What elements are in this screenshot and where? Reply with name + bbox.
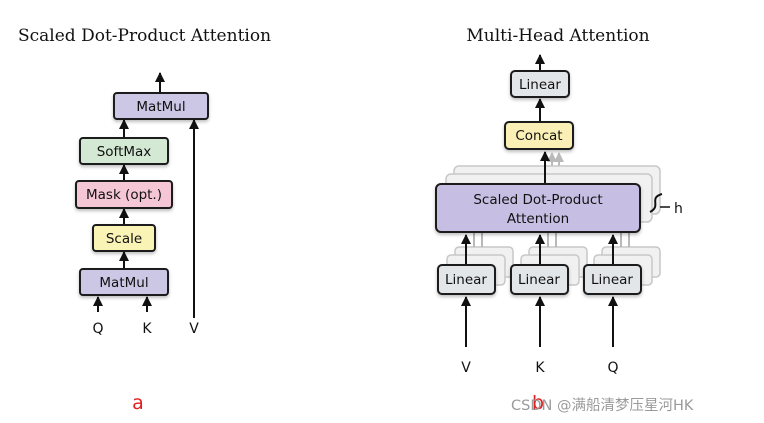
matmul-top-box <box>113 92 209 120</box>
concat-label: Concat <box>515 128 562 144</box>
attention-box <box>435 183 641 233</box>
concat-box <box>504 121 574 150</box>
linear-top-label: Linear <box>519 77 561 93</box>
panel-a: Scaled Dot-Product Attention MatMul Soft… <box>18 26 271 414</box>
panel-b-title: Multi-Head Attention <box>466 26 649 46</box>
panel-a-title: Scaled Dot-Product Attention <box>18 26 271 46</box>
panel-a-caption: a <box>132 392 144 414</box>
linear-v-label: Linear <box>445 272 487 288</box>
matmul-bottom-label: MatMul <box>99 275 148 291</box>
matmul-bottom-box <box>79 268 169 296</box>
watermark: CSDN @满船清梦压星河HK <box>511 397 694 414</box>
heads-label: h <box>674 201 683 217</box>
input-v-label: V <box>189 321 199 337</box>
attention-label-line2: Attention <box>507 211 569 227</box>
softmax-label: SoftMax <box>97 144 152 160</box>
scale-label: Scale <box>106 231 142 247</box>
scale-box <box>92 224 156 252</box>
matmul-top-label: MatMul <box>136 99 185 115</box>
input-q-label: Q <box>607 360 618 376</box>
attention-label-line1: Scaled Dot-Product <box>473 192 602 208</box>
panel-b-caption: b <box>532 392 544 414</box>
panel-b: Multi-Head Attention Linear Concat <box>435 26 683 414</box>
linear-k-box <box>510 264 569 295</box>
input-k-label: K <box>535 360 545 376</box>
heads-brace <box>649 193 663 213</box>
linear-top-box <box>510 70 570 98</box>
linear-q-label: Linear <box>591 272 633 288</box>
linear-v-box <box>437 264 496 295</box>
linear-k-label: Linear <box>518 272 560 288</box>
linear-q-box <box>583 264 642 295</box>
input-q-label: Q <box>92 321 103 337</box>
input-v-label: V <box>461 360 471 376</box>
softmax-box <box>79 137 169 165</box>
mask-box <box>75 180 173 209</box>
input-k-label: K <box>142 321 152 337</box>
mask-label: Mask (opt.) <box>86 187 162 203</box>
